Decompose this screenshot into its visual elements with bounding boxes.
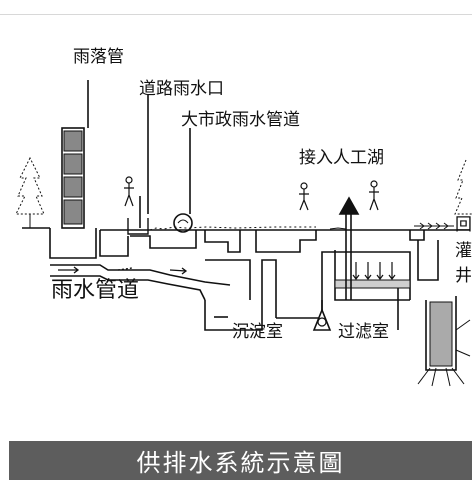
person-icon [124, 176, 379, 211]
tree-icon-right [454, 159, 472, 215]
underground-structure [49, 95, 471, 387]
ground-line [22, 226, 470, 231]
settling-chamber-label: 沉淀室 [232, 322, 283, 342]
caption-bar: 供排水系統示意圖 [9, 441, 472, 480]
drainage-schematic [15, 80, 472, 387]
recharge-well-label-2: 灌 [455, 241, 472, 261]
figure-caption: 供排水系統示意圖 [136, 449, 345, 477]
road-inlet-label: 道路雨水口 [139, 79, 224, 99]
municipal-pipe-label: 大市政雨水管道 [181, 110, 300, 130]
filter-chamber-label: 过滤室 [338, 322, 389, 342]
storm-pipe-label: 雨水管道 [51, 278, 140, 303]
tree-icon [15, 156, 45, 228]
recharge-well-label-1: 回 [455, 215, 472, 235]
to-lake-label: 接入人工湖 [299, 148, 384, 168]
downpipe-column [61, 80, 89, 229]
recharge-well-label-3: 井 [455, 266, 472, 286]
top-divider [0, 0, 472, 15]
downpipe-label: 雨落管 [73, 47, 124, 67]
